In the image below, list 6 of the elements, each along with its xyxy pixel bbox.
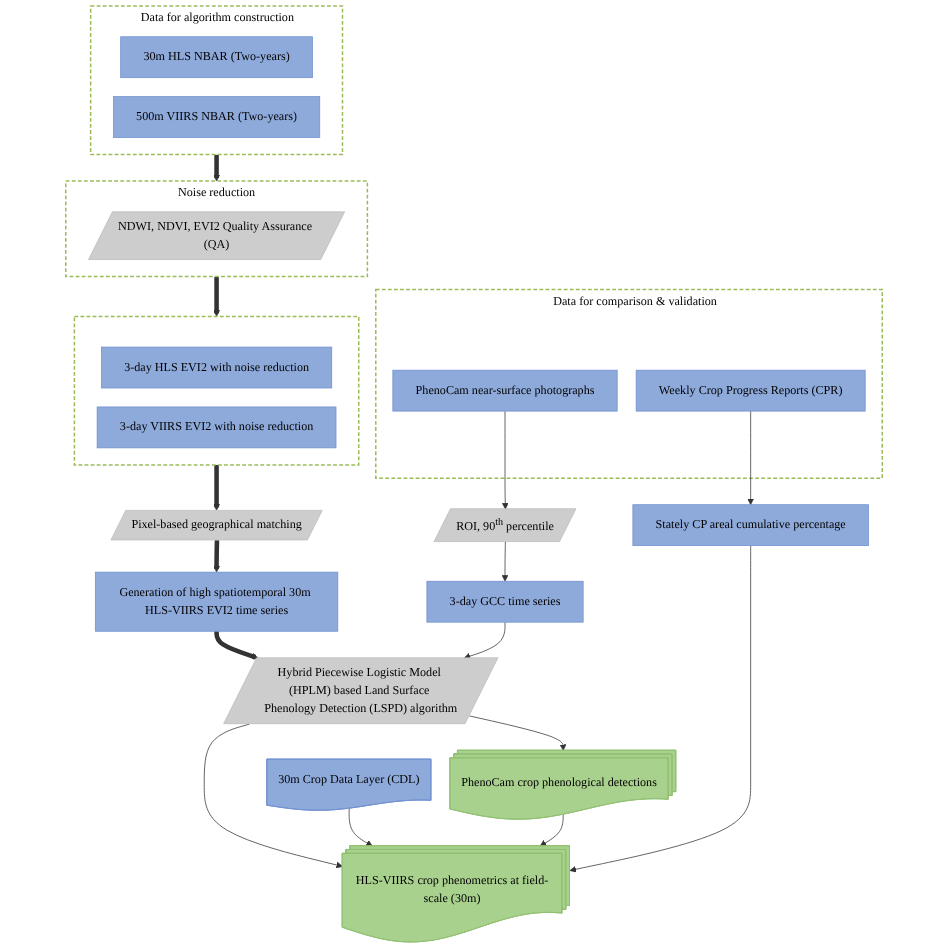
arrow (213, 276, 220, 317)
arrow (213, 540, 220, 573)
cluster (73, 315, 360, 466)
arrow (213, 464, 220, 511)
arrow (213, 154, 220, 182)
arrow (214, 631, 259, 660)
